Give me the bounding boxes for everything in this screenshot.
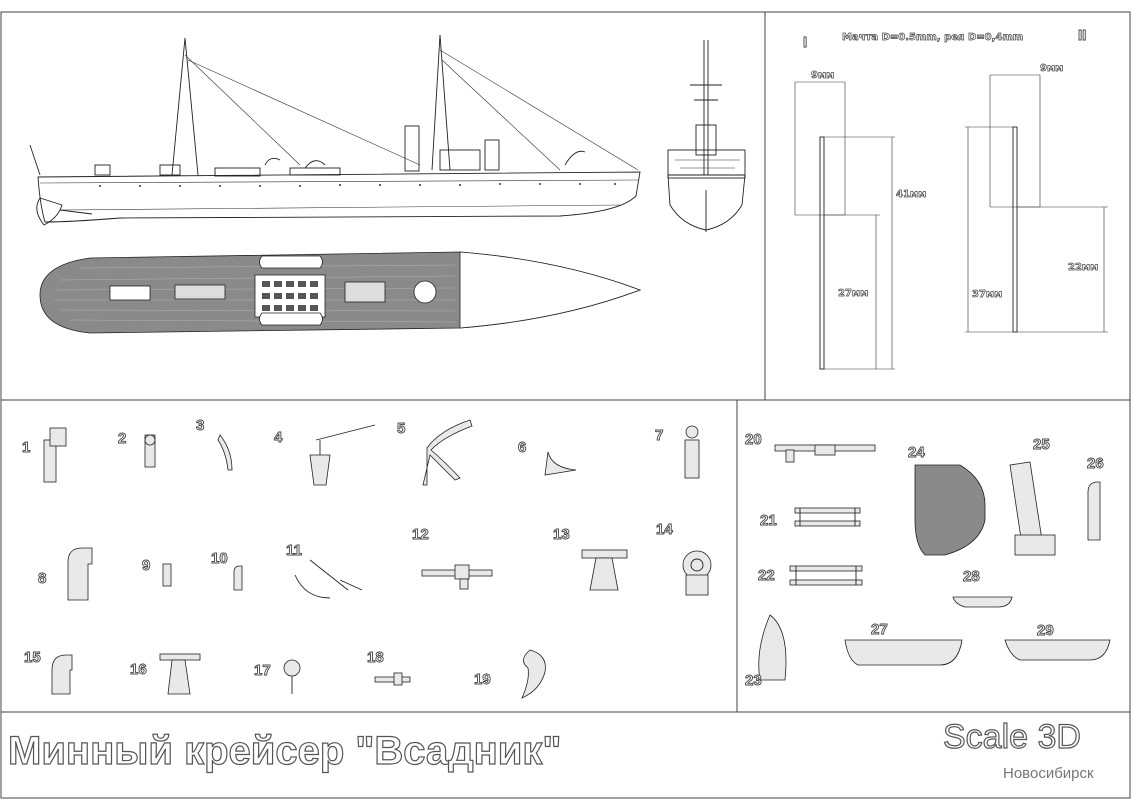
sheet-title: Минный крейсер "Всадник" (8, 729, 561, 773)
part-number-24: 24 (908, 444, 925, 461)
part-number-15: 15 (24, 649, 41, 666)
part-27-drawing (844, 639, 963, 666)
part-6-drawing (544, 451, 577, 476)
part-5-drawing (422, 419, 473, 486)
mast-panel: I II Мачта D=0.5mm, рея D=0,4mm 9мм 41мм… (794, 27, 1108, 370)
part-number-12: 12 (412, 526, 429, 543)
part-number-21: 21 (760, 512, 777, 529)
mast-left-lower: 27мм (838, 288, 868, 299)
ship-front-view (667, 40, 746, 232)
part-number-6: 6 (518, 439, 526, 456)
mast-left-total: 41мм (896, 189, 926, 200)
part-15-drawing (51, 654, 73, 695)
part-18-drawing (374, 672, 411, 686)
part-number-labels: 1 2 3 4 5 6 7 8 9 10 11 12 13 14 15 16 1… (22, 417, 1105, 690)
part-19-drawing (521, 649, 546, 699)
part-20-drawing (774, 444, 876, 463)
part-1-drawing (43, 427, 67, 483)
sheet-frame (0, 11, 1131, 799)
part-number-9: 9 (142, 557, 150, 574)
part-8-drawing (67, 547, 93, 601)
part-number-27: 27 (871, 621, 888, 638)
part-number-3: 3 (196, 417, 204, 434)
part-3-drawing (217, 434, 233, 471)
part-number-8: 8 (38, 570, 46, 587)
part-22-drawing (789, 565, 863, 586)
part-4-drawing (309, 424, 376, 486)
parts-drawings (43, 419, 1111, 699)
ship-top-view (39, 251, 642, 334)
part-number-10: 10 (211, 550, 228, 567)
part-9-drawing (162, 563, 172, 587)
part-number-20: 20 (745, 431, 762, 448)
part-10-drawing (233, 565, 243, 591)
part-12-drawing (421, 564, 493, 590)
part-number-13: 13 (553, 526, 570, 543)
part-number-26: 26 (1087, 455, 1104, 472)
part-number-7: 7 (655, 427, 663, 444)
part-14-drawing (682, 550, 712, 596)
part-number-23: 23 (745, 672, 762, 689)
part-26-drawing (1087, 481, 1101, 541)
part-number-14: 14 (656, 521, 673, 538)
part-number-18: 18 (367, 649, 384, 666)
part-number-19: 19 (474, 671, 491, 688)
part-number-28: 28 (963, 568, 980, 585)
part-number-2: 2 (118, 430, 126, 447)
mast-right-width: 9мм (1040, 63, 1063, 74)
part-29-drawing (1004, 639, 1111, 661)
part-21-drawing (794, 507, 861, 527)
part-24-drawing (914, 464, 986, 556)
mast-right-lower: 22мм (1068, 262, 1098, 273)
brand-name: Scale 3D (943, 718, 1081, 756)
part-number-22: 22 (758, 567, 775, 584)
part-11-drawing (294, 559, 363, 599)
mast-left-width: 9мм (811, 70, 834, 81)
part-number-29: 29 (1037, 622, 1054, 639)
mast-roman-right: II (1078, 27, 1086, 44)
part-number-4: 4 (274, 429, 283, 446)
part-16-drawing (159, 653, 201, 695)
part-23-drawing (758, 614, 787, 681)
part-17-drawing (283, 659, 301, 694)
city-name: Новосибирск (1003, 765, 1094, 782)
part-number-16: 16 (130, 661, 147, 678)
part-number-1: 1 (22, 439, 30, 456)
part-2-drawing (144, 434, 156, 468)
part-number-5: 5 (397, 420, 405, 437)
part-number-11: 11 (286, 542, 302, 559)
mast-header: Мачта D=0.5mm, рея D=0,4mm (842, 32, 1023, 43)
part-13-drawing (581, 549, 628, 591)
mast-right-total: 37мм (972, 289, 1002, 300)
mast-roman-left: I (803, 34, 807, 51)
part-number-25: 25 (1033, 436, 1050, 453)
ship-side-view (29, 34, 641, 226)
part-25-drawing (1009, 461, 1056, 556)
part-number-17: 17 (254, 662, 271, 679)
part-7-drawing (684, 425, 700, 479)
part-28-drawing (952, 596, 1013, 608)
